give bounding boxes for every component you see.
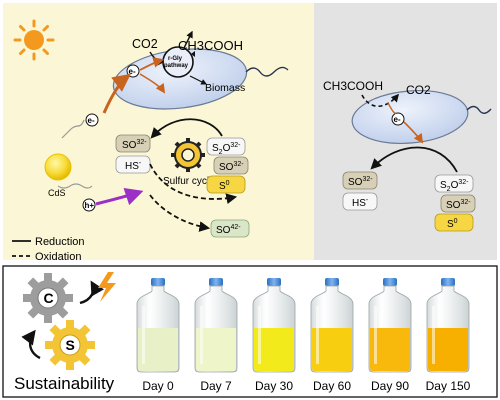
bottles-row: Day 0 Day 7 Day 30 Day 60 Day 90 Day 150	[136, 278, 471, 393]
bottle-cap	[383, 278, 397, 286]
bottle-highlight	[316, 306, 319, 364]
photon-wave-hole	[57, 183, 93, 189]
rgly-pathway-cycle	[162, 46, 195, 78]
bottle-day-label: Day 90	[371, 379, 409, 393]
bottle-day-label: Day 30	[255, 379, 293, 393]
lightning-icon	[98, 272, 116, 302]
electron-badge-outside: e-	[85, 113, 99, 127]
bottle-liquid	[254, 328, 294, 371]
species-so3-right-night: SO32-	[440, 194, 476, 213]
sun-icon	[13, 19, 55, 61]
bottle-day-label: Day 7	[200, 379, 232, 393]
gear-rotation-arrow-top	[79, 280, 104, 305]
species-so3-left-day: SO32-	[115, 134, 151, 153]
night-bacterium-cell	[351, 90, 492, 144]
species-s0-day: S0	[206, 175, 246, 194]
bottle-cap	[209, 278, 223, 286]
pathway-to-biomass-arrow	[189, 75, 208, 85]
bottle-cap	[267, 278, 281, 286]
hole-transfer-arrow	[95, 188, 144, 206]
legend-oxidation-label: Oxidation	[35, 251, 81, 263]
species-so4-day: SO42-	[210, 219, 250, 238]
bottle-liquid	[196, 328, 236, 371]
species-hs-day: HS-	[115, 155, 151, 174]
sulfur-cycle-gear-icon	[171, 138, 205, 172]
gear-s-label: S	[66, 337, 75, 353]
svg-text:S0: S0	[219, 180, 230, 192]
svg-text:HS-: HS-	[352, 197, 369, 209]
pathway-to-acetate-arrow	[183, 30, 193, 49]
cds-particle	[44, 153, 72, 181]
bottle-day-label: Day 0	[142, 379, 174, 393]
acetate-label-day: CH3COOH	[178, 38, 243, 53]
bottle-liquid	[138, 328, 178, 371]
bottle-day-label: Day 60	[313, 379, 351, 393]
cds-label: CdS	[48, 188, 66, 198]
svg-text:h+: h+	[85, 201, 95, 210]
species-so3-left-night: SO32-	[342, 171, 378, 190]
oxidation-to-sulfate-arrow	[149, 194, 211, 232]
night-electron-in-arrow	[387, 102, 397, 114]
gear-rotation-arrow-bottom	[21, 329, 41, 360]
bottle-2: Day 30	[252, 278, 296, 393]
bottle-liquid	[370, 328, 410, 371]
species-so3-right-day: SO32-	[213, 156, 249, 175]
species-s0-night: S0	[434, 213, 474, 232]
svg-text:e-: e-	[394, 115, 401, 124]
bottle-4: Day 90	[368, 278, 412, 393]
bottle-highlight	[432, 306, 435, 364]
night-reduction-arrow	[370, 146, 458, 173]
biomass-label: Biomass	[205, 82, 245, 94]
acetate-label-night: CH3COOH	[323, 79, 383, 93]
electron-to-cycle-arrow	[139, 73, 166, 94]
bottle-highlight	[258, 306, 261, 364]
bottle-highlight	[200, 306, 203, 364]
gear-c-label: C	[44, 290, 54, 306]
bottle-0: Day 0	[136, 278, 180, 393]
svg-text:e-: e-	[129, 67, 136, 76]
svg-text:S0: S0	[447, 218, 458, 230]
species-s2o3-night: S2O32-	[434, 174, 474, 193]
species-s2o3-day: S2O32-	[206, 137, 246, 156]
sulfur-cycle-label: Sulfur cycle	[163, 176, 215, 187]
hole-badge: h+	[82, 198, 96, 212]
day-oxidation-arrow	[149, 163, 238, 204]
carbon-gear-icon	[23, 273, 73, 323]
bottle-cap	[441, 278, 455, 286]
svg-text:HS-: HS-	[125, 160, 142, 172]
electron-badge-night: e-	[391, 112, 405, 126]
bottle-highlight	[374, 306, 377, 364]
electron-transfer-arrow	[102, 73, 131, 114]
day-reduction-arrow	[150, 118, 223, 139]
co2-label-night: CO2	[406, 83, 431, 97]
co2-label-day: CO2	[132, 37, 158, 51]
night-electron-out-arrow	[403, 121, 424, 144]
bottle-highlight	[142, 306, 145, 364]
electron-badge-cell: e-	[126, 64, 140, 78]
sustainability-title: Sustainability	[14, 374, 115, 393]
bottle-5: Day 150	[426, 278, 471, 393]
legend-reduction-label: Reduction	[35, 236, 85, 248]
photon-wave-electron	[61, 119, 85, 139]
night-acetate-oxidation-arrow	[361, 93, 400, 108]
bottle-day-label: Day 150	[426, 379, 471, 393]
bottle-cap	[325, 278, 339, 286]
bottle-liquid	[312, 328, 352, 371]
electron-to-pathway-arrow	[139, 57, 165, 71]
svg-text:e-: e-	[88, 116, 95, 125]
bottle-liquid	[428, 328, 468, 371]
bottle-cap	[151, 278, 165, 286]
bottle-3: Day 60	[310, 278, 354, 393]
species-hs-night: HS-	[342, 192, 378, 211]
bottle-1: Day 7	[194, 278, 238, 393]
